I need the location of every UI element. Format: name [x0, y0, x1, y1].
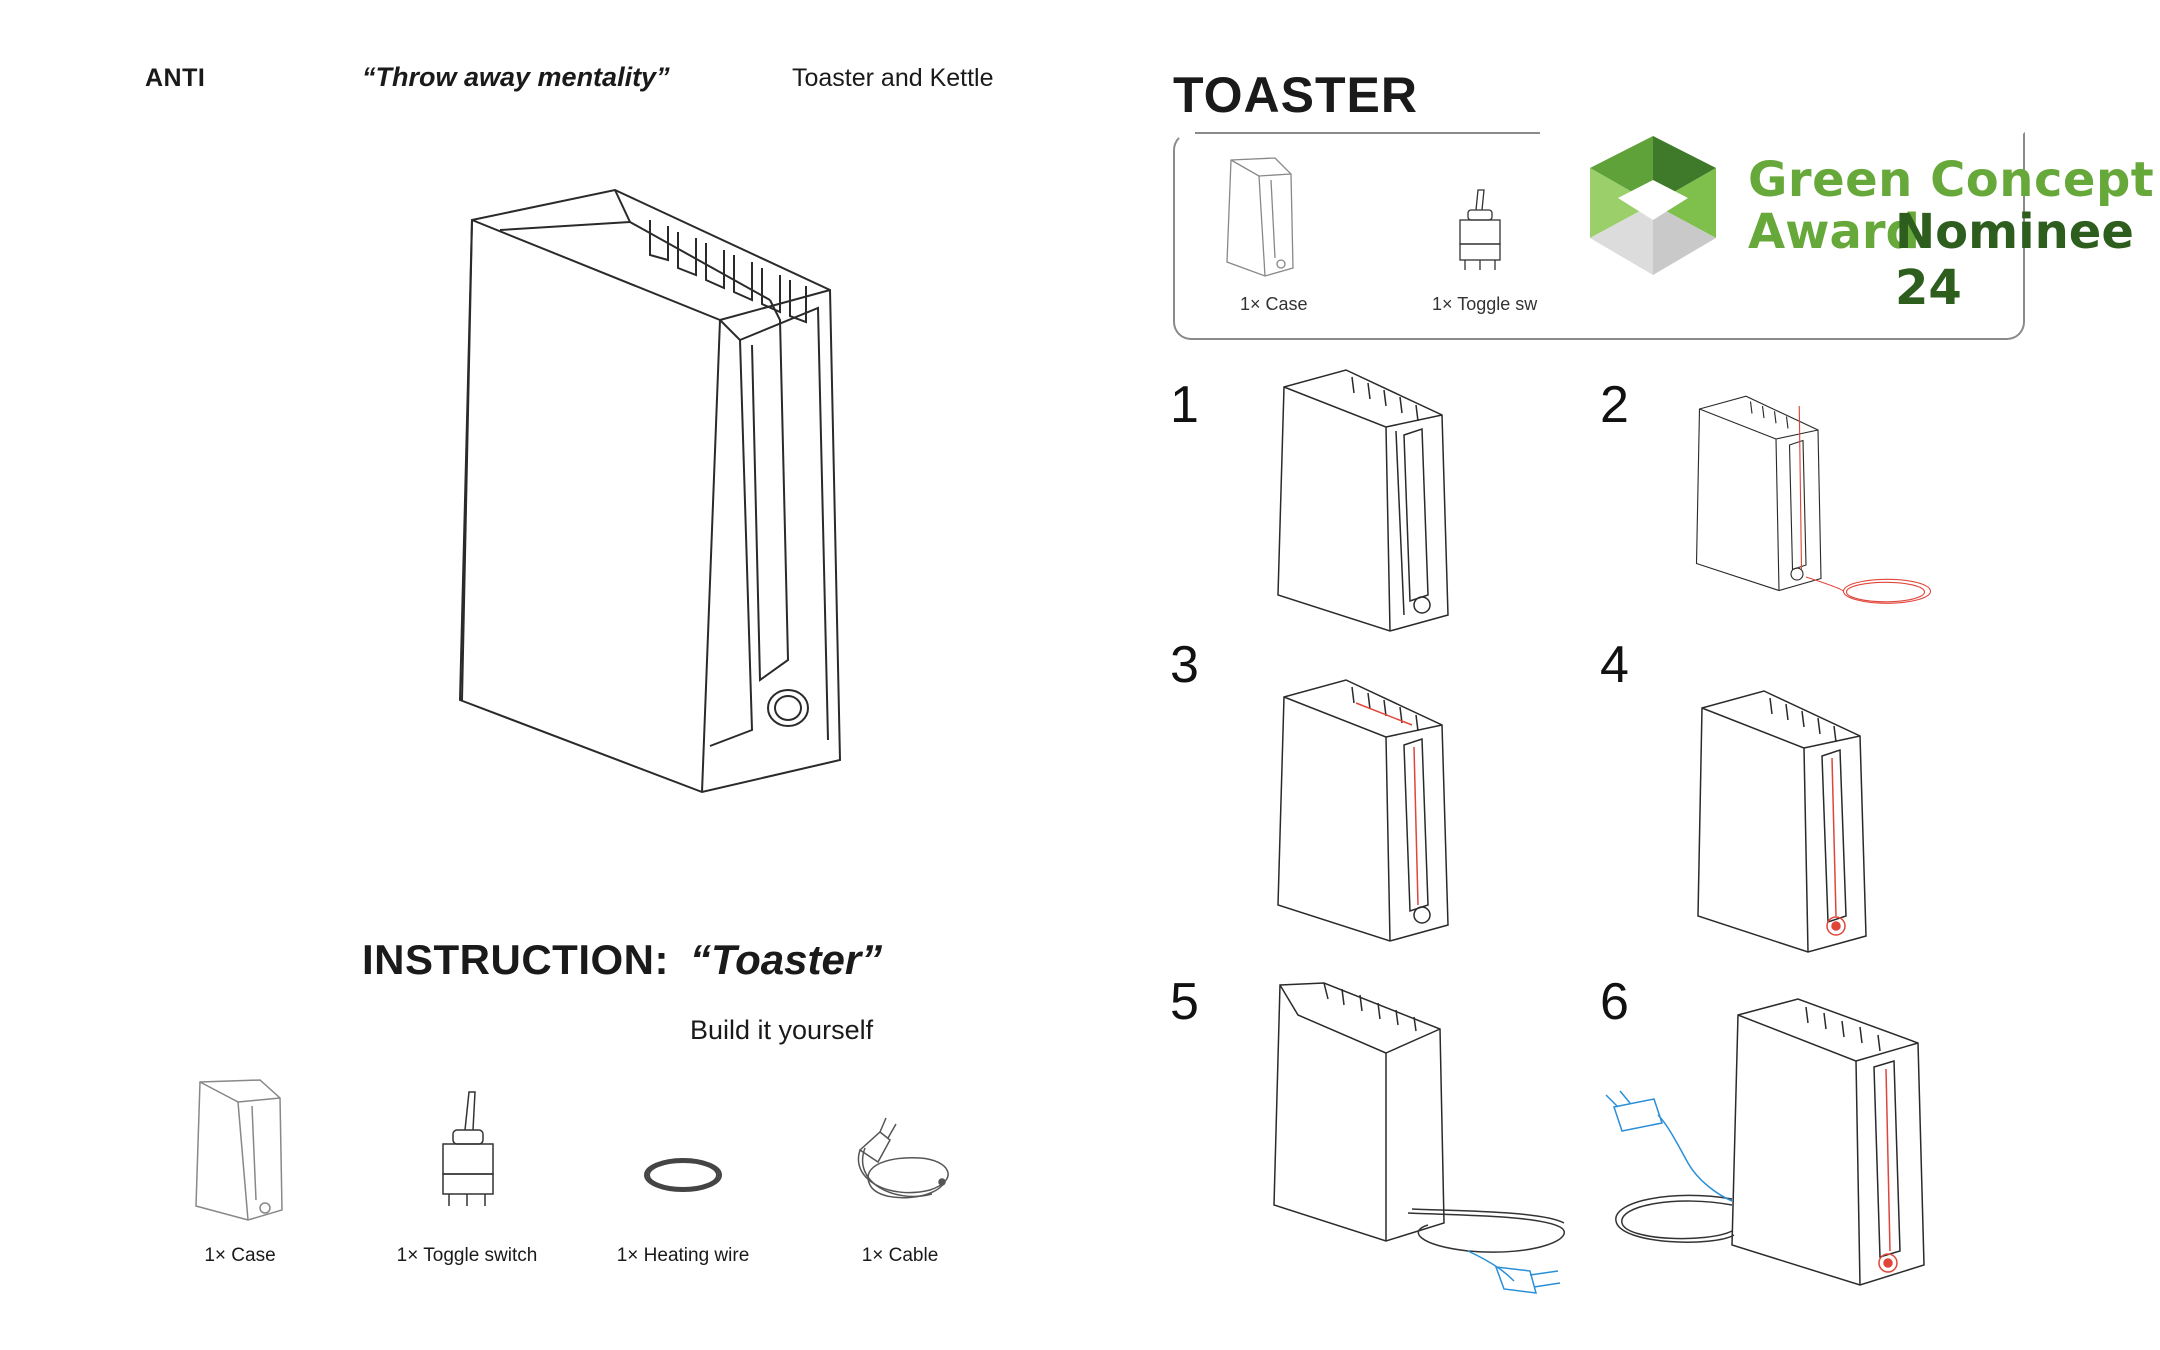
award-text-nominee: Nominee 24 [1895, 204, 2134, 316]
step-2-toaster-wire-illustration [1695, 395, 1932, 604]
case-icon [195, 1079, 283, 1221]
step-4-toaster-switch-illustration [1697, 690, 1867, 953]
step-number-1: 1 [1170, 376, 1199, 434]
parts-overview-box [1173, 132, 2025, 340]
toaster-large-illustration [458, 188, 842, 794]
step-3-toaster-illustration [1277, 679, 1449, 942]
tagline-quote: “Throw away mentality” [362, 62, 670, 92]
box-part-label-case: 1× Case [1240, 294, 1308, 314]
part-label-heating-wire: 1× Heating wire [616, 1245, 750, 1266]
brand-label: ANTI [145, 64, 206, 92]
cable-icon [857, 1117, 949, 1199]
step-1-toaster-illustration [1277, 369, 1449, 632]
part-label-toggle-switch: 1× Toggle switch [396, 1245, 538, 1266]
instruction-heading: INSTRUCTION: [362, 936, 669, 983]
parts-box-top-line [1195, 132, 1540, 134]
award-text-line1: Green Concept [1748, 152, 2155, 208]
toaster-section-title: TOASTER [1173, 67, 1418, 123]
instruction-product-name: “Toaster” [690, 936, 883, 983]
step-number-4: 4 [1600, 636, 1629, 694]
award-text-award: Award [1748, 204, 1920, 260]
header-subtitle: Toaster and Kettle [792, 64, 994, 92]
step-5-case-cable-illustration [1273, 982, 1566, 1294]
step-number-3: 3 [1170, 636, 1199, 694]
green-concept-award-logo [1590, 136, 1716, 275]
step-number-2: 2 [1600, 376, 1629, 434]
step-number-6: 6 [1600, 973, 1629, 1031]
toggle-switch-icon [442, 1091, 494, 1206]
step-number-5: 5 [1170, 973, 1199, 1031]
case-small-icon [1226, 157, 1294, 277]
box-part-label-toggle: 1× Toggle sw [1432, 294, 1538, 314]
step-6-assembled-toaster-illustration [1605, 998, 1925, 1286]
toggle-switch-small-icon [1459, 189, 1501, 270]
instruction-subheading: Build it yourself [690, 1015, 874, 1045]
part-label-cable: 1× Cable [861, 1245, 939, 1266]
heating-wire-icon [644, 1158, 722, 1192]
part-label-case: 1× Case [204, 1245, 276, 1266]
